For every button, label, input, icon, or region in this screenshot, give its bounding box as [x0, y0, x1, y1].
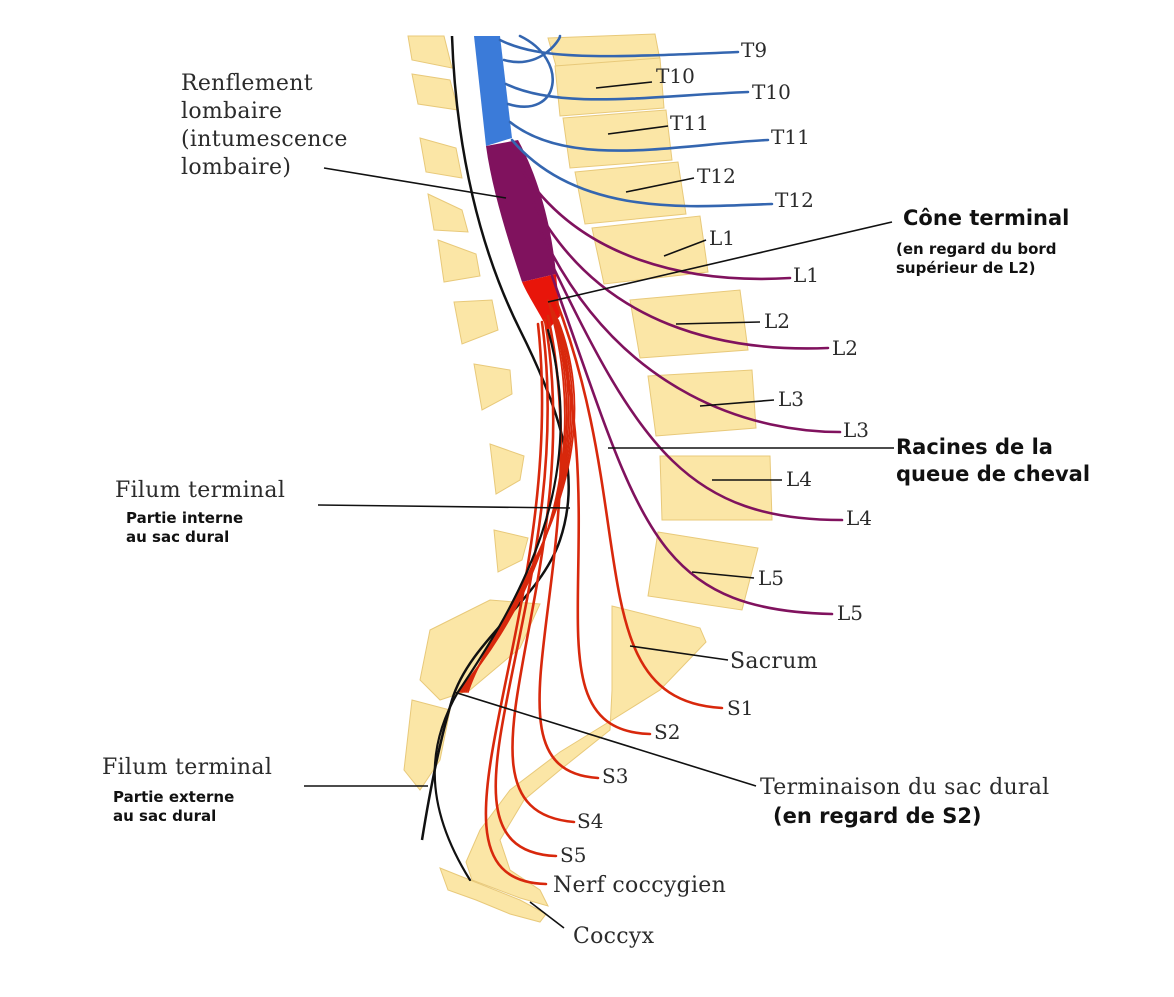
nerve-label: T10	[752, 80, 791, 104]
spinous-process	[489, 443, 525, 495]
renflement-lombaire-label: Renflement lombaire (intumescence lombai…	[181, 71, 348, 180]
nerve-label: L4	[846, 506, 873, 530]
leader-cone-terminal	[547, 221, 893, 303]
nerve-label: S3	[602, 764, 629, 788]
leader-renflement	[323, 167, 507, 199]
nerve-label: S1	[727, 696, 754, 720]
nerve-label: L5	[837, 601, 864, 625]
filum-terminale	[433, 328, 562, 882]
spinous-process	[453, 299, 499, 345]
nerf-coccygien-label: Nerf coccygien	[553, 873, 727, 898]
nerve-coccygeal	[484, 322, 548, 886]
nerve-l5	[550, 274, 834, 616]
leader-lines	[304, 81, 894, 929]
filum-terminal-externe-subtitle: Partie externe au sac dural	[113, 788, 235, 826]
vertebra-label: T11	[670, 111, 709, 135]
nerve-l2	[530, 198, 830, 350]
nerve-s5	[494, 320, 558, 858]
vertebra-label: L1	[709, 226, 736, 250]
vertebra-label: L5	[758, 566, 785, 590]
nerve-roots	[433, 34, 844, 886]
nerve-s4	[511, 318, 576, 824]
leader-l5	[691, 571, 755, 579]
nerve-label: S5	[560, 843, 587, 867]
conus-medullaris	[522, 274, 560, 330]
nerve-l4	[546, 254, 844, 522]
nerve-label: L1	[793, 263, 820, 287]
cone-terminal-subtitle: (en regard du bord supérieur de L2)	[896, 240, 1057, 278]
leader-t10	[595, 81, 653, 89]
nerve-t10-branch	[506, 34, 554, 108]
dural-sac	[420, 35, 570, 841]
nerve-label: S4	[577, 809, 604, 833]
leader-l2	[675, 321, 761, 325]
nerve-t9	[498, 38, 740, 58]
vertebra-label: L3	[778, 387, 805, 411]
filum-terminal-interne-title: Filum terminal	[115, 478, 286, 503]
filum-terminal-interne-subtitle: Partie interne au sac dural	[126, 509, 244, 547]
cauda-equina-root	[467, 319, 576, 693]
vertebra-label: L4	[786, 467, 813, 491]
nerve-s1	[554, 298, 724, 710]
spinous-process	[473, 363, 513, 411]
leader-l1	[663, 239, 707, 257]
leader-filum-interne	[317, 504, 571, 509]
spinous-process	[411, 73, 459, 111]
nerve-l3	[538, 228, 842, 434]
spinous-process	[437, 239, 481, 283]
nerve-t9-branch	[502, 34, 562, 64]
leader-t11	[607, 125, 669, 135]
coccyx-label: Coccyx	[573, 924, 655, 949]
nerve-t12	[510, 138, 774, 208]
thoracic-cord-segment	[474, 36, 512, 146]
vertebra-label: T10	[656, 64, 695, 88]
nerve-label: T12	[775, 188, 814, 212]
racines-queue-cheval-label: Racines de la queue de cheval	[896, 435, 1091, 487]
vertebra-l5	[647, 531, 759, 611]
sacral-crest	[403, 699, 451, 791]
spinous-process	[493, 529, 529, 573]
coccyx-bone	[439, 867, 547, 923]
spinous-process	[419, 137, 463, 179]
nerve-label: T9	[741, 38, 768, 62]
nerve-label: T11	[771, 125, 810, 149]
nerve-l1	[520, 168, 792, 281]
lumbar-enlargement	[486, 140, 556, 282]
vertebra-l4	[659, 455, 773, 521]
vertebra-label: T12	[697, 164, 736, 188]
vertebra-label: L2	[764, 309, 791, 333]
sacrum-label: Sacrum	[730, 649, 818, 674]
leader-terminaison	[453, 691, 757, 787]
leader-t12	[625, 177, 695, 193]
sacrum-bone	[465, 605, 707, 907]
spinous-process	[407, 35, 453, 69]
vertebra-l1	[591, 215, 709, 285]
terminaison-sac-dural-subtitle: (en regard de S2)	[773, 804, 982, 828]
nerve-label: L2	[832, 336, 859, 360]
vertebra-t12	[574, 161, 687, 225]
spinous-process	[427, 193, 469, 233]
filum-terminal-externe-title: Filum terminal	[102, 755, 273, 780]
leader-l3	[699, 399, 775, 407]
nerve-label: S2	[654, 720, 681, 744]
nerve-label: L3	[843, 418, 870, 442]
terminaison-sac-dural-title: Terminaison du sac dural	[760, 775, 1050, 800]
leader-sacrum	[629, 645, 729, 661]
nerve-t11	[508, 120, 770, 152]
nerve-t10	[504, 82, 750, 101]
cone-terminal-title: Cône terminal	[903, 206, 1070, 230]
leader-coccyx	[529, 901, 565, 929]
vertebra-t11	[562, 109, 673, 169]
